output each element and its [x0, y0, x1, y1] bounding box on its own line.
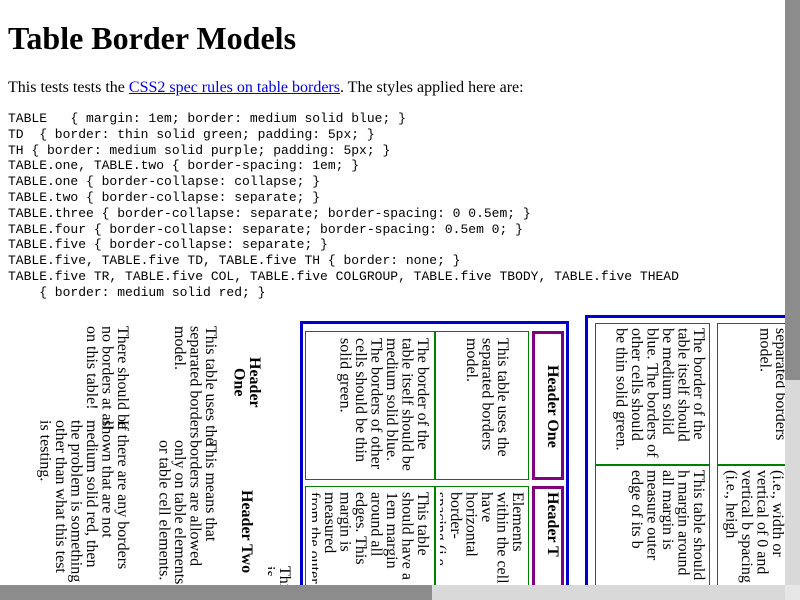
vertical-scrollbar-thumb[interactable] — [785, 0, 800, 380]
table-three-cell-border — [595, 323, 710, 465]
css-rule: TABLE.one, TABLE.two { border-spacing: 1… — [8, 158, 360, 174]
document-viewport: Table Border Models This tests tests the… — [8, 20, 786, 585]
intro-text-before: This tests tests the — [8, 79, 129, 96]
table-five-header-one: Header One — [230, 356, 263, 408]
table-four-cell-1: This table uses the separated borders mo… — [463, 338, 510, 457]
table-five-cell-1: This table uses the separated borders mo… — [171, 326, 218, 445]
table-four-header-border — [532, 331, 564, 480]
table-three-cell-border — [717, 323, 785, 465]
table-three-cell-border — [717, 465, 785, 585]
table-four-header-one: Header One — [544, 365, 560, 448]
scrollbar-corner — [785, 585, 800, 600]
table-four-cell-border — [435, 486, 529, 585]
table-three-cell-2: (i.e., width or vertical of 0 and vertic… — [722, 470, 785, 583]
table-four-cell-3: The border of the table itself should be… — [336, 338, 431, 471]
css-rule: TABLE.two { border-collapse: separate; } — [8, 189, 321, 205]
css-rule: TABLE.one { border-collapse: collapse; } — [8, 174, 321, 190]
table-four-cell-2: Elements within the cell have horizontal… — [440, 492, 525, 584]
table-four-header-border — [532, 486, 564, 585]
css-rule: TABLE { margin: 1em; border: medium soli… — [8, 111, 406, 126]
table-three-outer-border — [585, 315, 785, 585]
css-rule: TABLE.four { border-collapse: separate; … — [8, 221, 523, 237]
css-rule: { border: medium solid red; } — [8, 284, 266, 300]
css-rule: TD { border: thin solid green; padding: … — [8, 126, 375, 142]
table-three-cell-3: The border of the table itself should be… — [612, 328, 707, 458]
table-four-cell-4: This table should have a 1em margin arou… — [312, 492, 430, 584]
table-four-cell-border — [305, 331, 435, 480]
intro-paragraph: This tests tests the CSS2 spec rules on … — [8, 79, 524, 97]
table-four-cell-border — [435, 331, 529, 480]
css-rule: TABLE.five, TABLE.five TD, TABLE.five TH… — [8, 253, 461, 269]
css-rules-block: TABLE { margin: 1em; border: medium soli… — [8, 111, 679, 301]
table-five-header-two: Header Two — [238, 490, 254, 574]
intro-text-after: . The styles applied here are: — [339, 79, 524, 96]
table-three-cell-1: separated borders model. — [756, 328, 786, 441]
table-four-header-two: Header T — [544, 492, 560, 557]
css-rule: TABLE.five TR, TABLE.five COL, TABLE.fiv… — [8, 268, 679, 284]
table-four-outer-border — [300, 321, 569, 585]
table-five-cell-2: This means that borders are allowed only… — [155, 440, 219, 585]
css-rule: TABLE.three { border-collapse: separate;… — [8, 205, 531, 221]
horizontal-scrollbar-thumb[interactable] — [0, 585, 432, 600]
page-title: Table Border Models — [8, 20, 297, 56]
css-rule: TABLE.five { border-collapse: separate; … — [8, 237, 328, 253]
table-five-cell-5: This is — [268, 566, 292, 585]
css-rule: TH { border: medium solid purple; paddin… — [8, 142, 391, 158]
table-four-cell-border — [305, 486, 435, 585]
table-five-cell-4: If there are any borders shown that are … — [36, 420, 131, 583]
table-three-cell-4: This table should h margin around all ma… — [628, 470, 706, 581]
table-three-cell-border — [595, 465, 710, 585]
css2-spec-link[interactable]: CSS2 spec rules on table borders — [128, 79, 340, 96]
table-five-cell-3: There should be no borders at all on thi… — [83, 326, 130, 430]
